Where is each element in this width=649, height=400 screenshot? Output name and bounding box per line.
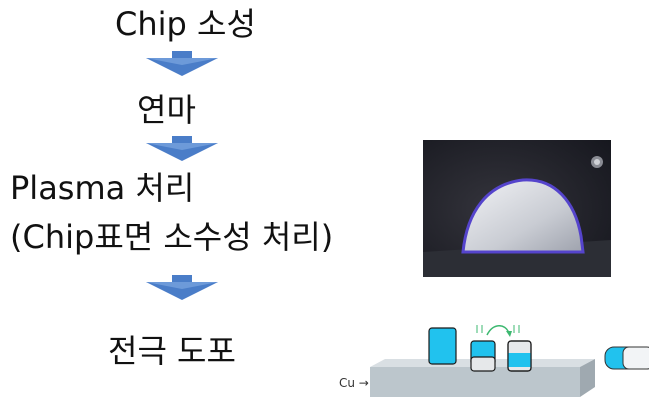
step-plasma-treatment: Plasma 처리	[10, 169, 195, 207]
down-arrow-icon	[146, 275, 218, 300]
step-polishing: 연마	[137, 91, 196, 129]
chip-surface-photo	[423, 140, 611, 277]
electrode-coating-diagram	[370, 325, 649, 397]
cu-label: Cu →	[339, 376, 369, 390]
down-arrow-icon	[146, 51, 218, 76]
step-plasma-note: (Chip표면 소수성 처리)	[10, 218, 334, 256]
step-electrode-coating: 전극 도포	[108, 332, 236, 370]
down-arrow-icon	[146, 136, 218, 161]
step-chip-firing: Chip 소성	[115, 5, 256, 43]
